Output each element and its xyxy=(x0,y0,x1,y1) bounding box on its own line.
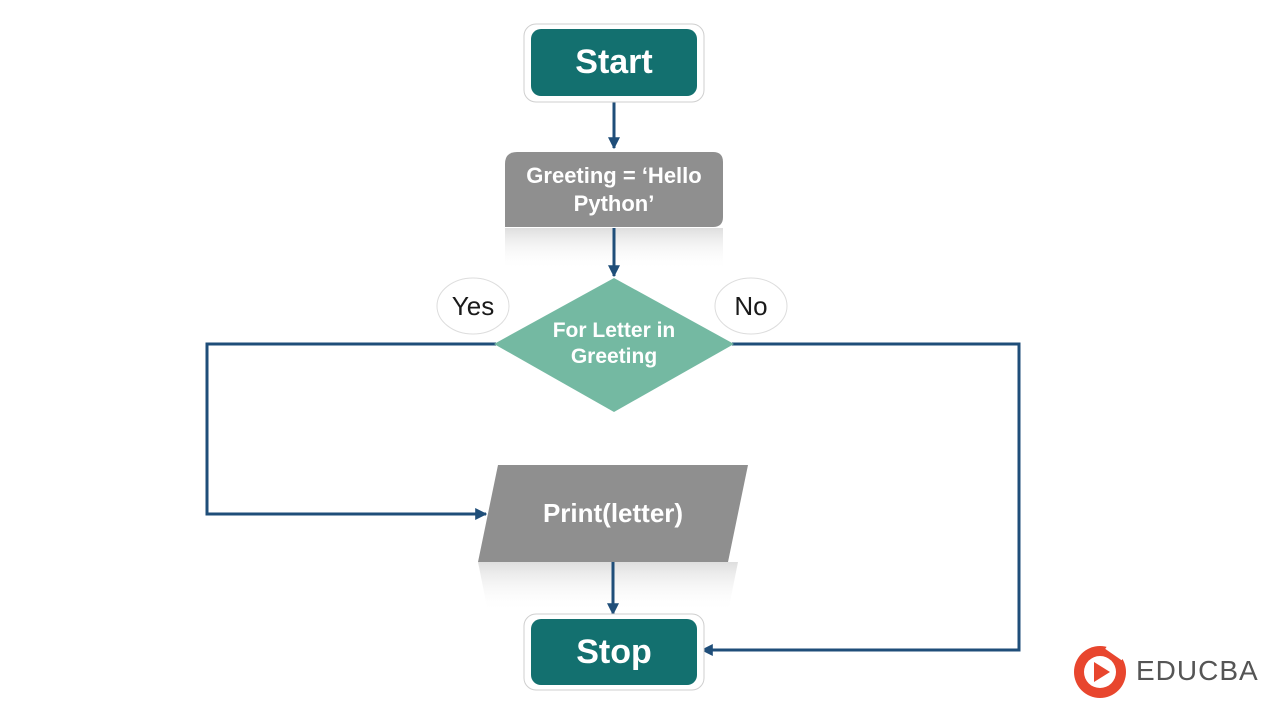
assign-label-line2: Python’ xyxy=(573,190,655,216)
yes-oval xyxy=(436,277,510,335)
no-label: No xyxy=(734,290,768,321)
arrow-yes-to-print xyxy=(205,342,496,520)
stop-node xyxy=(531,619,697,685)
assign-label: Greeting = ‘Hello Python’ xyxy=(505,152,723,227)
arrow-no-to-stop xyxy=(700,342,1021,656)
decision-label: For Letter in Greeting xyxy=(524,310,704,378)
assign-node xyxy=(505,152,723,227)
yes-label: Yes xyxy=(451,290,495,321)
brand-name: EDUCBA xyxy=(1136,655,1259,686)
print-label: Print(letter) xyxy=(542,498,684,529)
start-label: Start xyxy=(575,43,653,82)
print-node xyxy=(478,465,748,562)
decision-label-line1: For Letter in xyxy=(552,318,676,342)
start-node xyxy=(531,29,697,96)
print-reflection xyxy=(478,562,738,612)
connectors xyxy=(205,98,1021,656)
decision-node xyxy=(494,278,734,412)
decision-label-line2: Greeting xyxy=(570,345,658,368)
educba-logo-icon xyxy=(1074,635,1131,698)
no-oval xyxy=(714,277,788,335)
stop-label: Stop xyxy=(576,632,652,671)
assign-label-line1: Greeting = ‘Hello xyxy=(526,163,702,188)
